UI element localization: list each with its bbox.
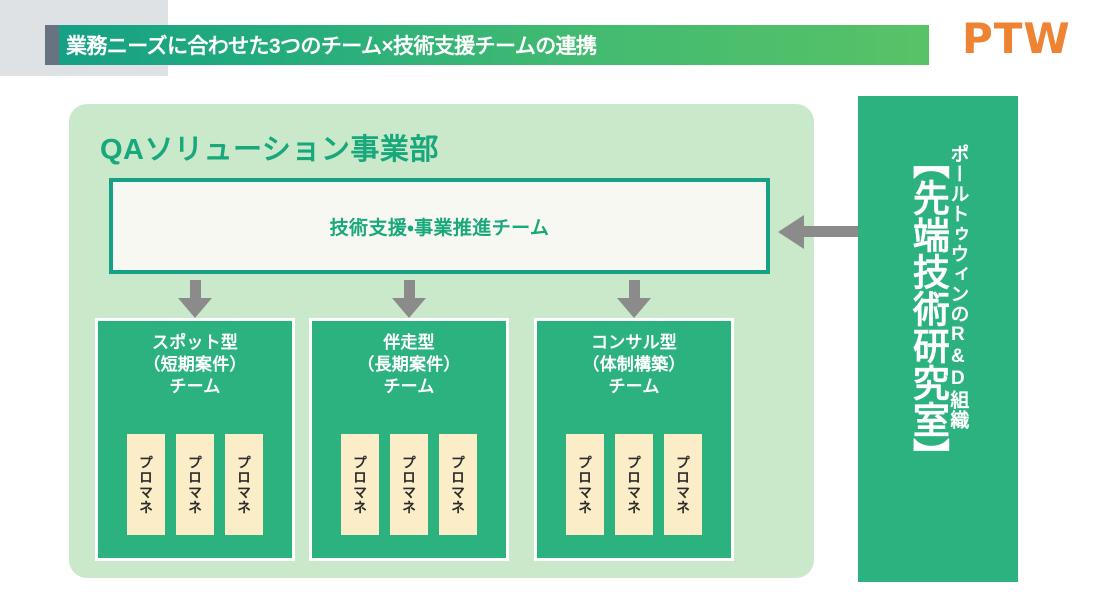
- team-title: 伴走型 （長期案件） チーム: [312, 321, 506, 397]
- project-manager-card[interactable]: プロマネ: [390, 434, 428, 535]
- left-arrow-icon: [778, 215, 860, 249]
- project-manager-label: プロマネ: [675, 454, 691, 515]
- project-manager-card[interactable]: プロマネ: [225, 434, 263, 535]
- project-manager-label: プロマネ: [187, 454, 203, 515]
- arrow-shaft: [800, 226, 860, 237]
- project-manager-card[interactable]: プロマネ: [176, 434, 214, 535]
- ptw-logo: PTW: [962, 14, 1071, 63]
- arrow-head: [617, 298, 651, 318]
- project-manager-card[interactable]: プロマネ: [664, 434, 702, 535]
- team-box-spot[interactable]: スポット型 （短期案件） チーム プロマネ プロマネ プロマネ: [95, 318, 295, 561]
- team-title-line3: チーム: [169, 376, 221, 396]
- project-manager-row: プロマネ プロマネ プロマネ: [98, 434, 292, 535]
- team-title: コンサル型 （体制構築） チーム: [537, 321, 731, 397]
- team-title-line2: （体制構築）: [582, 354, 686, 374]
- project-manager-row: プロマネ プロマネ プロマネ: [537, 434, 731, 535]
- team-title-line2: （長期案件）: [357, 354, 461, 374]
- team-title-line1: 伴走型: [383, 333, 435, 352]
- project-manager-label: プロマネ: [236, 454, 252, 515]
- rnd-text-wrap: ポールトゥウィンのR&D組織 【先端技術研究室】: [858, 142, 1018, 475]
- team-title-line3: チーム: [383, 376, 435, 396]
- down-arrow-icon: [392, 280, 426, 318]
- team-box-accompany[interactable]: 伴走型 （長期案件） チーム プロマネ プロマネ プロマネ: [309, 318, 509, 561]
- page-header: 業務ニーズに合わせた3つのチーム×技術支援チームの連携 PTW: [0, 0, 1095, 90]
- project-manager-label: プロマネ: [138, 454, 154, 515]
- header-banner: 業務ニーズに合わせた3つのチーム×技術支援チームの連携: [59, 25, 929, 65]
- arrow-shaft: [404, 280, 415, 300]
- support-team-box[interactable]: 技術支援・事業推進チーム: [109, 178, 770, 274]
- rnd-lab-title: 【先端技術研究室】: [907, 142, 949, 475]
- project-manager-card[interactable]: プロマネ: [615, 434, 653, 535]
- team-title-line1: スポット型: [152, 333, 238, 352]
- team-title-line2: （短期案件）: [143, 354, 247, 374]
- project-manager-card[interactable]: プロマネ: [566, 434, 604, 535]
- project-manager-label: プロマネ: [577, 454, 593, 515]
- arrow-shaft: [629, 280, 640, 300]
- division-title: QAソリューション事業部: [100, 134, 439, 166]
- team-title-line1: コンサル型: [591, 333, 677, 352]
- page-title: 業務ニーズに合わせた3つのチーム×技術支援チームの連携: [66, 35, 597, 58]
- project-manager-label: プロマネ: [450, 454, 466, 515]
- project-manager-label: プロマネ: [401, 454, 417, 515]
- project-manager-label: プロマネ: [352, 454, 368, 515]
- rnd-lab-panel[interactable]: ポールトゥウィンのR&D組織 【先端技術研究室】: [858, 96, 1018, 582]
- rnd-lab-subtitle: ポールトゥウィンのR&D組織: [947, 144, 969, 430]
- project-manager-card[interactable]: プロマネ: [439, 434, 477, 535]
- project-manager-card[interactable]: プロマネ: [127, 434, 165, 535]
- project-manager-row: プロマネ プロマネ プロマネ: [312, 434, 506, 535]
- project-manager-label: プロマネ: [626, 454, 642, 515]
- down-arrow-icon: [617, 280, 651, 318]
- arrow-head: [178, 298, 212, 318]
- team-title-line3: チーム: [608, 376, 660, 396]
- arrow-shaft: [190, 280, 201, 300]
- arrow-head: [392, 298, 426, 318]
- arrow-head: [778, 215, 804, 249]
- team-box-consulting[interactable]: コンサル型 （体制構築） チーム プロマネ プロマネ プロマネ: [534, 318, 734, 561]
- support-team-label: 技術支援・事業推進チーム: [329, 217, 550, 239]
- team-title: スポット型 （短期案件） チーム: [98, 321, 292, 397]
- qa-solution-division-panel: QAソリューション事業部 技術支援・事業推進チーム スポット型 （短期案件） チ…: [69, 104, 814, 578]
- project-manager-card[interactable]: プロマネ: [341, 434, 379, 535]
- header-accent-bar: [45, 25, 59, 65]
- down-arrow-icon: [178, 280, 212, 318]
